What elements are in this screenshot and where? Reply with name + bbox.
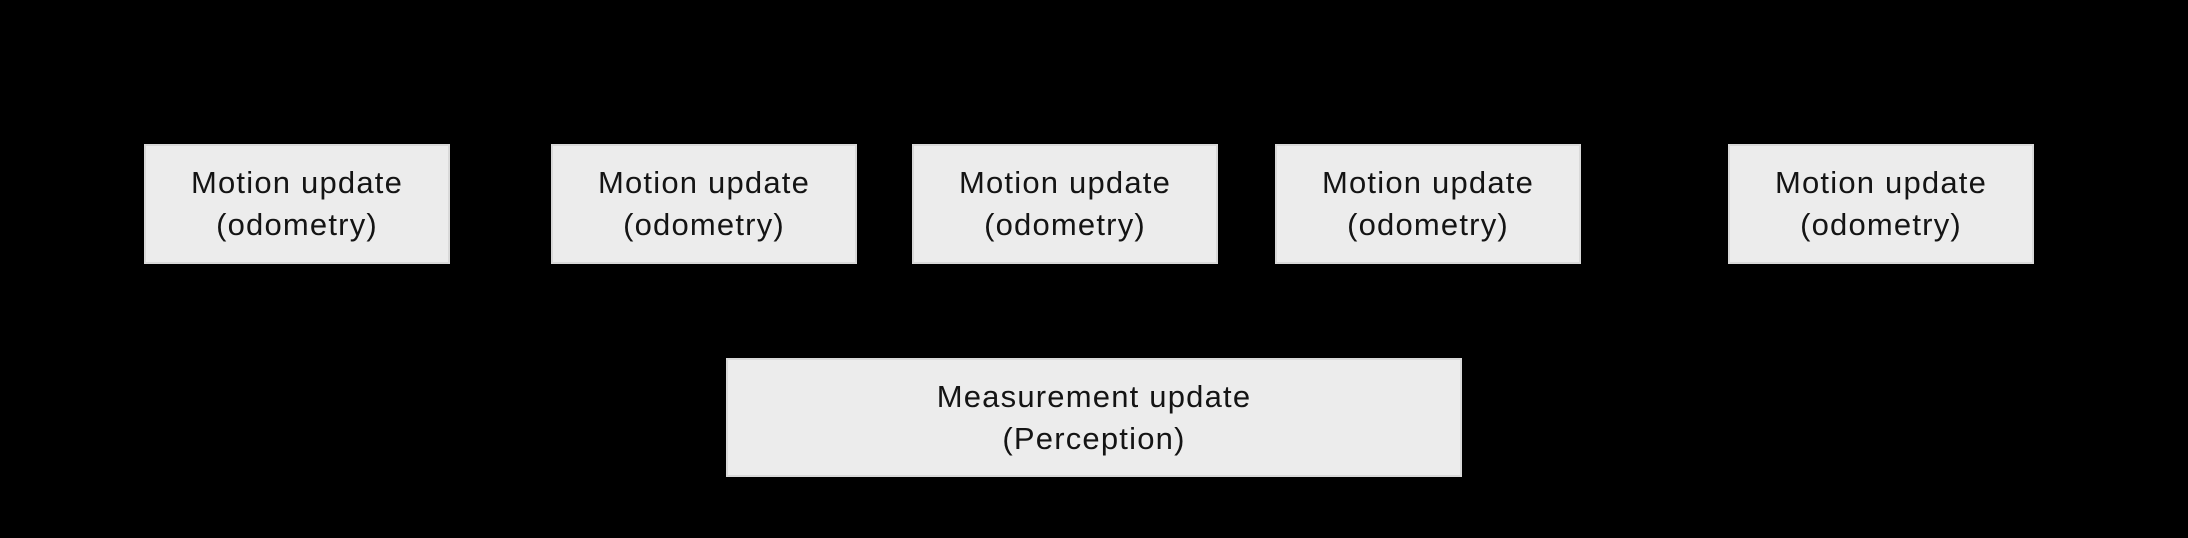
motion-update-box-4: Motion update (odometry) [1275, 144, 1581, 264]
motion-update-sublabel: (odometry) [1347, 207, 1509, 242]
motion-update-label: Motion update [1321, 165, 1535, 200]
motion-update-box-5: Motion update (odometry) [1728, 144, 2034, 264]
motion-update-label: Motion update [597, 165, 811, 200]
motion-update-sublabel: (odometry) [216, 207, 378, 242]
motion-update-sublabel: (odometry) [1800, 207, 1962, 242]
motion-update-sublabel: (odometry) [623, 207, 785, 242]
measurement-update-sublabel: (Perception) [1002, 420, 1186, 456]
measurement-update-box: Measurement update (Perception) [726, 358, 1462, 477]
motion-update-label: Motion update [190, 165, 404, 200]
motion-update-box-3: Motion update (odometry) [912, 144, 1218, 264]
motion-update-label: Motion update [958, 165, 1172, 200]
motion-update-box-2: Motion update (odometry) [551, 144, 857, 264]
motion-update-box-1: Motion update (odometry) [144, 144, 450, 264]
measurement-update-label: Measurement update [936, 378, 1252, 414]
motion-update-sublabel: (odometry) [984, 207, 1146, 242]
motion-update-label: Motion update [1774, 165, 1988, 200]
